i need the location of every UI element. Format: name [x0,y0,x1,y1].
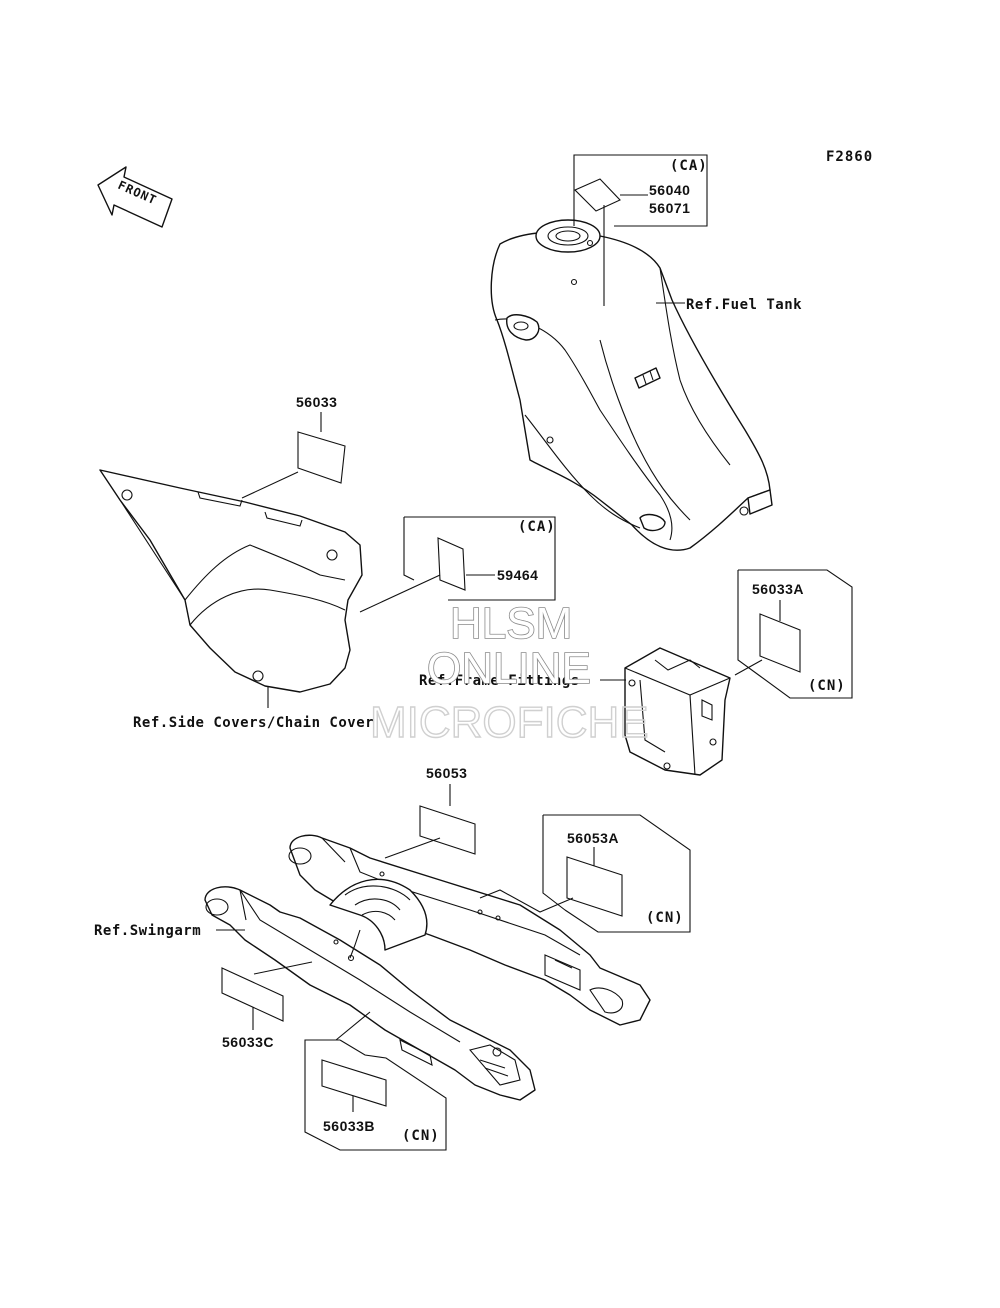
part-number-56071: 56071 [649,200,690,216]
side-cover-ca-label-region: (CA) [518,519,556,535]
part-number-56033: 56033 [296,394,337,410]
part-number-56033A: 56033A [752,581,804,597]
part-number-56053: 56053 [426,765,467,781]
watermark-line-2: ONLINE [427,644,591,693]
figure-code: F2860 [826,149,873,165]
side-cover-ca-label-callout: (CA) 59464 [359,516,556,613]
watermark: HLSM ONLINE MICROFICHE [369,598,649,748]
ref-swingarm: Ref.Swingarm [94,923,201,939]
part-number-56040: 56040 [649,182,690,198]
ref-fuel-tank: Ref.Fuel Tank [686,297,802,313]
side-cover-outline [99,469,363,693]
part-number-59464: 59464 [497,567,538,583]
ref-frame-fittings: Ref.Frame Fittings [419,673,580,689]
side-cover-label-callout: 56033 [241,394,346,499]
part-number-56053A: 56053A [567,830,619,846]
swingarm-top-label-callout: 56053 [384,765,476,859]
frame-label-region: (CN) [808,678,846,694]
fuel-tank-outline [490,219,773,551]
swingarm-bottom-label-region: (CN) [402,1128,440,1144]
front-direction-arrow-icon: FRONT [97,166,173,228]
frame-label-callout: 56033A (CN) [734,569,853,699]
swingarm-outline [204,834,651,1101]
swingarm-bottom-label-callout: 56033B (CN) [304,1011,447,1151]
swingarm-cn-label-callout: 56053A (CN) [479,814,691,933]
swingarm-side-label-callout: 56033C [221,961,313,1050]
fuel-tank-label-region: (CA) [670,158,708,174]
swingarm-cn-label-region: (CN) [646,910,684,926]
ref-side-covers-chain-cover: Ref.Side Covers/Chain Cover [133,715,374,731]
part-number-56033C: 56033C [222,1034,274,1050]
frame-fittings-outline [624,647,731,776]
watermark-line-1: HLSM [450,599,572,648]
fuel-tank-label-callout: (CA) 56040 56071 Ref.Fuel Tank [573,154,802,313]
part-number-56033B: 56033B [323,1118,375,1134]
watermark-line-3: MICROFICHE [370,698,649,747]
